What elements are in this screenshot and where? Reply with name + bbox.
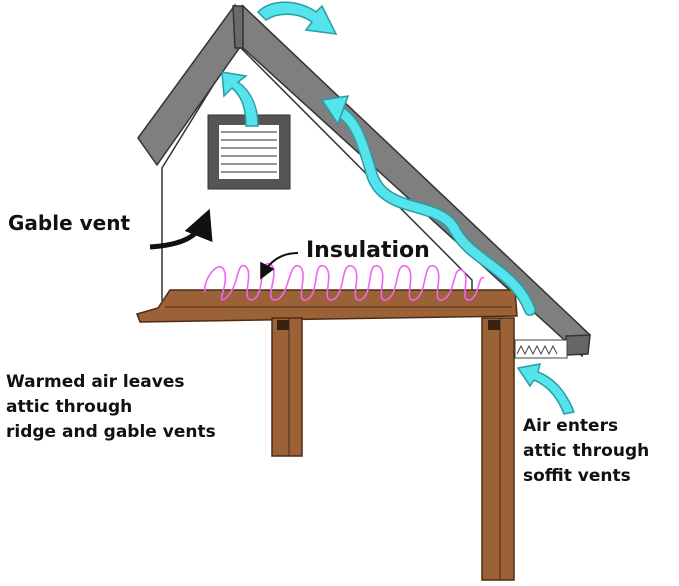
gable-vent-airflow-arrow [221, 71, 259, 127]
insulation-label: Insulation [306, 238, 430, 263]
gable-vent-louver [207, 114, 291, 190]
interior-wall-post [271, 317, 303, 457]
caption-line: attic through [523, 441, 650, 461]
caption-line: soffit vents [523, 466, 631, 486]
caption-line: attic through [6, 397, 133, 417]
caption-line: Warmed air leaves [6, 372, 185, 392]
ridge-vent-airflow-arrow [256, 1, 338, 35]
caption-line: Air enters [523, 416, 619, 436]
gable-vent-pointer [149, 208, 213, 250]
soffit-vent [514, 339, 568, 359]
air-enters-caption: Air enters attic through soffit vents [523, 414, 649, 489]
warmed-air-caption: Warmed air leaves attic through ridge an… [6, 370, 216, 445]
insulation-pointer [260, 252, 299, 280]
insulation-batt [203, 263, 485, 301]
exterior-wall-post [481, 317, 515, 581]
gable-vent-label: Gable vent [8, 211, 131, 235]
airflow-arrowhead [320, 95, 350, 126]
fascia-board [565, 334, 591, 356]
caption-line: ridge and gable vents [6, 422, 216, 442]
soffit-airflow-arrow [516, 363, 576, 415]
